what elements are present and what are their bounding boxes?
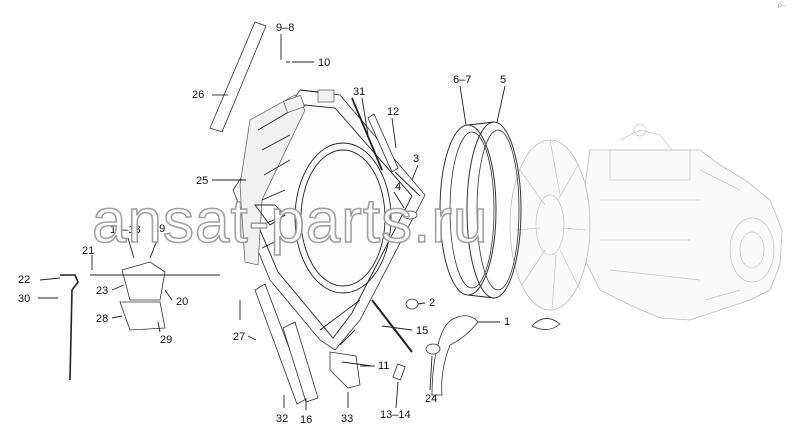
callout: 24 (425, 393, 437, 405)
callout: 12 (387, 106, 399, 118)
callout: 28 (96, 313, 108, 325)
callout: 20 (176, 296, 188, 308)
bolt-13-14 (392, 363, 406, 381)
radiator-assembly (232, 89, 426, 351)
callout: 13–14 (380, 409, 411, 421)
callout: 15 (416, 325, 428, 337)
clamp-2 (405, 298, 419, 310)
cap (531, 318, 561, 330)
cooling-fan (509, 139, 591, 311)
callout: 23 (96, 285, 108, 297)
rod-31 (351, 97, 383, 171)
bracket-11 (341, 361, 373, 367)
callout: 33 (341, 413, 353, 425)
rod-15 (371, 299, 413, 353)
engine-block (579, 123, 783, 321)
clamp-24 (425, 343, 441, 355)
callout: 6–7 (453, 74, 471, 86)
callout: 29 (160, 334, 172, 346)
callout: 26 (192, 89, 204, 101)
callout: 21 (82, 245, 94, 257)
callout: 1 (504, 316, 510, 328)
callout: 22 (18, 274, 30, 286)
bracket-33 (329, 351, 361, 389)
callout: 19 (153, 223, 165, 235)
callout: 30 (18, 293, 30, 305)
hose-1 (431, 315, 479, 396)
callout: 11 (378, 360, 389, 372)
callout: 16 (300, 414, 312, 426)
callout: 31 (353, 86, 365, 98)
shroud-rings (439, 121, 522, 299)
bracket-28 (119, 301, 166, 331)
callout: 4 (395, 181, 401, 193)
callout: 9–8 (276, 22, 294, 34)
rod-12 (367, 113, 399, 173)
callout: 32 (276, 413, 288, 425)
leader-lines (38, 34, 506, 410)
pipe-3 (394, 171, 421, 197)
callout: 27 (233, 331, 245, 343)
callout: 17–18 (110, 224, 141, 236)
callout: 10 (318, 57, 330, 69)
pipe-22 (60, 274, 79, 381)
bracket-23 (121, 261, 166, 301)
clamp-4 (402, 210, 418, 220)
callout: 5 (500, 74, 506, 86)
seal-strip-26 (209, 21, 267, 133)
corner-mark: P~ (778, 4, 786, 10)
callout: 3 (413, 153, 419, 165)
callout: 2 (429, 297, 435, 309)
callout: 25 (196, 175, 208, 187)
watermark-text: ansat-parts.ru (92, 187, 489, 256)
callout-labels: 9–8 10 26 6–7 5 31 12 3 25 4 17–18 19 21… (18, 22, 510, 426)
seal-strip-16 (282, 321, 319, 403)
